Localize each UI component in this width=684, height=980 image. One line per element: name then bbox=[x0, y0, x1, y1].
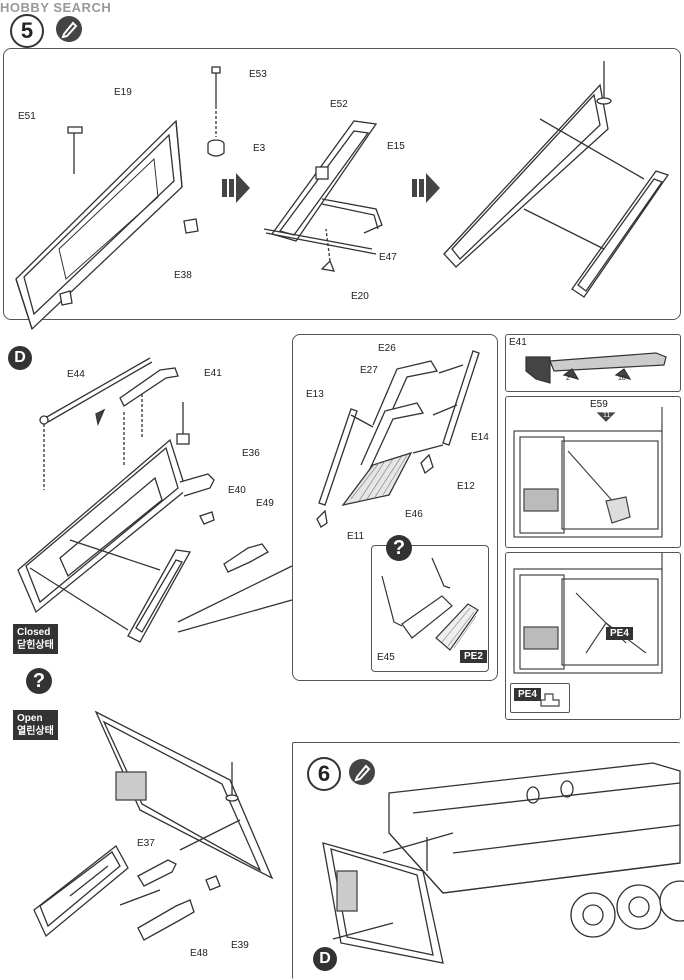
label-e12: E12 bbox=[457, 481, 475, 492]
label-e20: E20 bbox=[351, 291, 369, 302]
subassembly-d-badge-step6: D bbox=[313, 947, 337, 971]
shovel-mark-11: 11 bbox=[603, 412, 611, 419]
step-5-panel: E51 E19 E53 E3 E38 E52 E15 E47 E20 bbox=[3, 48, 681, 331]
subassembly-d-badge: D bbox=[8, 346, 32, 370]
open-state-drawing bbox=[33, 710, 274, 941]
shovel-drawing bbox=[513, 407, 663, 538]
seat-detail-drawing bbox=[381, 557, 479, 651]
label-e49: E49 bbox=[256, 498, 274, 509]
question-icon: ? bbox=[26, 668, 52, 694]
open-state-label: Open 열린상태 bbox=[13, 710, 58, 740]
photo-etch-pe2-tag: PE2 bbox=[460, 650, 487, 663]
seat-detail-box: ? E45 PE2 bbox=[371, 535, 489, 672]
label-e41: E41 bbox=[204, 368, 222, 379]
label-e27: E27 bbox=[360, 365, 378, 376]
label-e44: E44 bbox=[67, 369, 85, 380]
seat-assembly-box: E26 E27 E13 E14 E12 E46 E11 ? E45 PE2 bbox=[292, 334, 498, 681]
label-e40: E40 bbox=[228, 485, 246, 496]
label-e19: E19 bbox=[114, 87, 132, 98]
label-e39: E39 bbox=[231, 940, 249, 951]
label-e11: E11 bbox=[347, 531, 365, 542]
step-5-drawing bbox=[15, 61, 670, 331]
pe4-legend-tag: PE4 bbox=[514, 688, 541, 701]
label-e53: E53 bbox=[249, 69, 267, 80]
subassembly-d-drawing bbox=[17, 357, 293, 643]
shovel-detail-box: E59 11 bbox=[505, 396, 681, 548]
label-e37: E37 bbox=[137, 838, 155, 849]
question-icon: ? bbox=[386, 535, 412, 561]
closed-state-en: Closed bbox=[17, 627, 51, 638]
step-6-panel: 6 D bbox=[292, 742, 684, 979]
label-e51: E51 bbox=[18, 111, 36, 122]
label-e46: E46 bbox=[405, 509, 423, 520]
seat-assembly-drawing bbox=[316, 350, 480, 528]
label-e47: E47 bbox=[379, 252, 397, 263]
axe-drawing bbox=[525, 352, 667, 384]
arrow-number-2: 2 bbox=[92, 404, 97, 413]
pencil-icon bbox=[349, 759, 375, 785]
label-e14: E14 bbox=[471, 432, 489, 443]
label-e15: E15 bbox=[387, 141, 405, 152]
open-state-ko: 열린상태 bbox=[17, 726, 54, 737]
label-e41-axe: E41 bbox=[509, 337, 527, 348]
label-e48: E48 bbox=[190, 948, 208, 959]
label-e59: E59 bbox=[590, 399, 608, 410]
label-e13: E13 bbox=[306, 389, 324, 400]
step-6-number: 6 bbox=[307, 757, 341, 791]
pe4-detail-box: PE4 PE4 bbox=[505, 552, 681, 720]
axe-mark-10: 10 bbox=[618, 375, 626, 382]
axe-detail-box: E41 2 10 bbox=[505, 334, 681, 392]
label-e52: E52 bbox=[330, 99, 348, 110]
closed-state-label: Closed 닫힌상태 bbox=[13, 624, 58, 654]
step-5-number: 5 bbox=[10, 14, 44, 48]
step-6-drawing bbox=[322, 762, 684, 964]
pencil-icon bbox=[56, 16, 82, 42]
label-e36: E36 bbox=[242, 448, 260, 459]
label-e26: E26 bbox=[378, 343, 396, 354]
pe4-tag-on-drawing: PE4 bbox=[606, 627, 633, 640]
label-e45: E45 bbox=[377, 652, 395, 663]
label-e38: E38 bbox=[174, 270, 192, 281]
axe-mark-2: 2 bbox=[566, 375, 570, 382]
open-state-en: Open bbox=[17, 713, 43, 724]
pe4-part-icon bbox=[540, 693, 560, 707]
pe4-legend-box: PE4 bbox=[510, 683, 570, 713]
hobbysearch-logo: HOBBY SEARCH bbox=[0, 0, 112, 15]
label-e3: E3 bbox=[253, 143, 266, 154]
closed-state-ko: 닫힌상태 bbox=[17, 640, 54, 651]
